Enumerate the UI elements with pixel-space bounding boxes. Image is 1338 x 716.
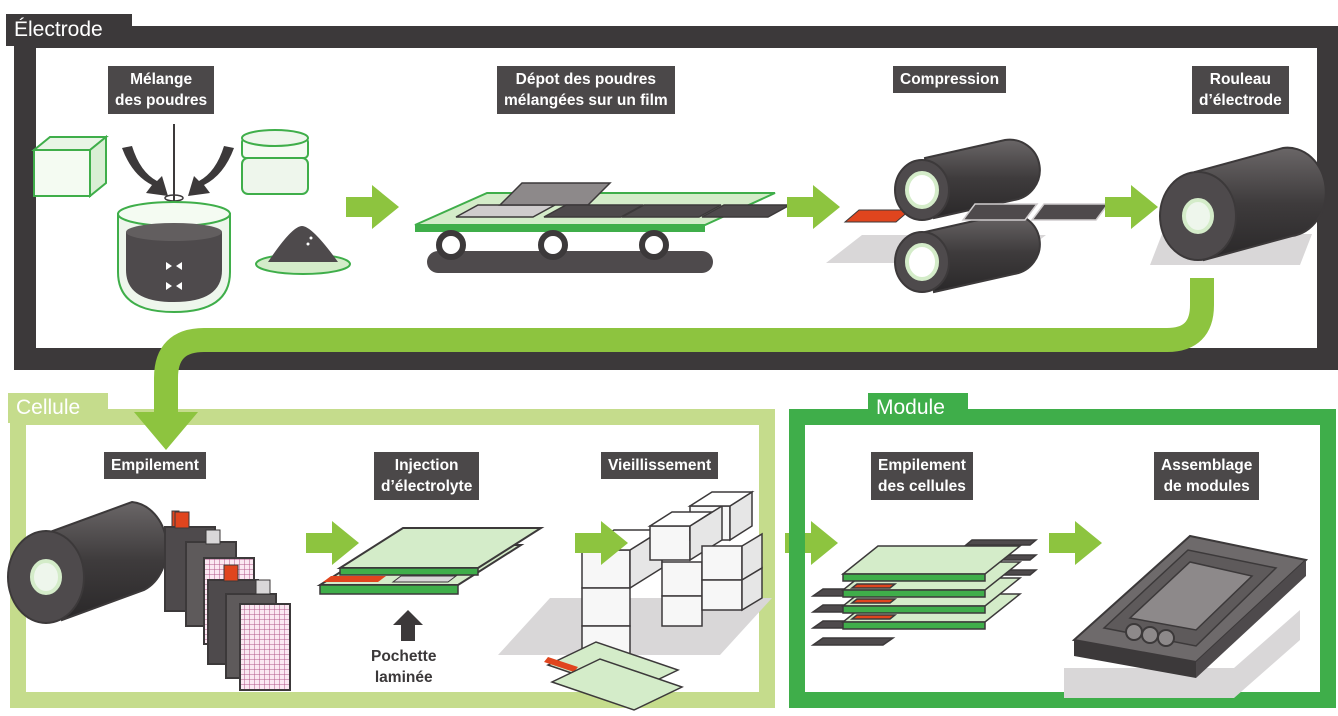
section-title-cell: Cellule <box>16 396 81 419</box>
compression-rollers-icon <box>826 138 1110 294</box>
arrow-icon <box>306 521 359 565</box>
step-label-mixing: Mélange des poudres <box>108 66 215 114</box>
section-title-electrode: Électrode <box>14 18 103 41</box>
module-section-frame <box>789 393 1336 708</box>
step-label-electrode-roll: Rouleau d’électrode <box>1192 66 1289 114</box>
conveyor-deposit-icon <box>414 182 791 273</box>
step-label-aging: Vieillissement <box>601 452 719 479</box>
electrode-roll-icon <box>1150 146 1327 265</box>
annotation-laminated-pouch: Pochette laminée <box>371 648 437 686</box>
step-label-deposit: Dépot des poudres mélangées sur un film <box>497 66 675 114</box>
connector-arrow-icon <box>134 278 1214 450</box>
battery-module-icon <box>1064 534 1309 698</box>
step-label-injection: Injection d’électrolyte <box>374 452 480 500</box>
cell-stack-icon <box>810 539 1039 646</box>
step-label-stacking: Empilement <box>104 452 206 479</box>
section-title-module: Module <box>876 396 945 419</box>
electrode-section-frame <box>6 14 1338 370</box>
step-label-module-assembly: Assemblage de modules <box>1154 452 1260 500</box>
mixing-beaker-icon <box>117 124 231 314</box>
arrow-icon <box>346 185 399 229</box>
step-label-compression: Compression <box>893 66 1007 93</box>
process-arrows-cell <box>306 521 838 565</box>
process-arrows-module <box>1049 521 1102 565</box>
aging-cells-stack-icon <box>498 490 772 711</box>
arrow-icon <box>787 185 840 229</box>
step-label-cell-stacking: Empilement des cellules <box>871 452 973 500</box>
powder-pile-icon <box>255 226 351 275</box>
powder-jar-icon <box>241 129 309 195</box>
up-arrow-icon <box>393 610 423 641</box>
arrow-icon <box>1105 185 1158 229</box>
electrode-roll-icon <box>7 500 168 624</box>
stacking-sheets-icon <box>164 510 291 691</box>
arrow-icon <box>1049 521 1102 565</box>
powder-box-icon <box>31 134 109 199</box>
laminated-pouch-icon <box>316 527 545 595</box>
arrow-icon <box>575 521 628 565</box>
arrow-icon <box>785 521 838 565</box>
process-arrows-electrode <box>346 185 1158 229</box>
mixing-arrows-icon <box>122 146 234 196</box>
